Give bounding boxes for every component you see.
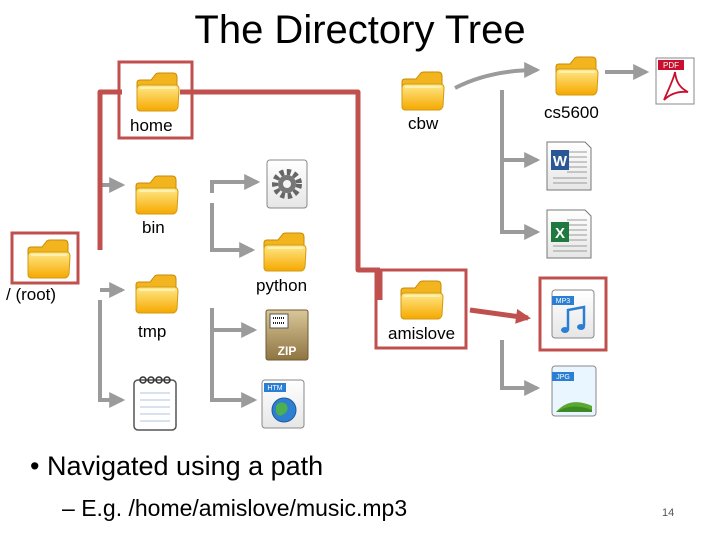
- path-amislove-mp3: [469, 307, 531, 324]
- sub-bullet-text: E.g. /home/amislove/music.mp3: [81, 495, 408, 521]
- edge-tmp-html: [210, 330, 258, 408]
- edge-root-bin: [98, 177, 126, 250]
- highlight-home: [117, 60, 194, 140]
- image-file-icon: JPG: [551, 365, 597, 417]
- page-title: The Directory Tree: [194, 8, 526, 52]
- mp3-music-icon: MP3: [551, 289, 595, 339]
- gear-executable-icon: [266, 159, 308, 209]
- bullet-point: • Navigated using a path: [30, 451, 323, 482]
- highlight-root: [10, 231, 80, 285]
- text-file-icon: [133, 376, 177, 431]
- folder-python-icon: [263, 232, 307, 272]
- svg-text:X: X: [555, 225, 565, 242]
- word-document-icon: W: [546, 141, 592, 191]
- folder-cbw-icon: [401, 71, 445, 111]
- edge-cbw-cs5600: [454, 62, 541, 90]
- folder-label-root: / (root): [6, 285, 57, 304]
- excel-spreadsheet-icon: X: [546, 209, 592, 259]
- page-number: 14: [662, 507, 675, 519]
- folder-tmp-icon: [135, 274, 179, 314]
- jpg-badge: JPG: [556, 374, 570, 381]
- svg-text:W: W: [553, 153, 568, 170]
- folder-home-icon: [136, 72, 180, 112]
- folder-bin-icon: [135, 175, 179, 215]
- bullet-marker: •: [30, 451, 47, 481]
- folder-root-icon: [27, 239, 71, 279]
- folder-label-home: home: [130, 116, 173, 135]
- html-globe-icon: HTM: [261, 379, 305, 429]
- pdf-file-icon: PDF: [655, 57, 695, 105]
- sub-bullet-point: – E.g. /home/amislove/music.mp3: [62, 495, 407, 522]
- folder-label-tmp: tmp: [138, 322, 167, 341]
- zip-archive-icon: ZIP: [265, 309, 309, 361]
- folder-label-cbw: cbw: [408, 114, 439, 133]
- edge-root-notepad: [98, 300, 126, 408]
- edge-bin-python: [210, 203, 256, 258]
- folder-label-amislove: amislove: [388, 324, 456, 343]
- folder-amislove-icon: [400, 280, 444, 320]
- edge-bin-gear: [210, 174, 261, 193]
- highlight-mp3: [538, 276, 608, 352]
- folder-label-cs5600: cs5600: [544, 103, 599, 122]
- path-root-home: [97, 89, 122, 250]
- highlight-amislove: [374, 268, 468, 350]
- edge-cs5600-excel: [500, 160, 541, 240]
- sub-bullet-marker: –: [62, 495, 82, 521]
- edge-amislove-jpg: [500, 340, 541, 396]
- zip-badge: ZIP: [278, 344, 297, 358]
- edge-tmp-zip: [210, 308, 258, 338]
- folder-label-python: python: [256, 276, 308, 295]
- mp3-badge: MP3: [556, 298, 571, 305]
- folder-label-bin: bin: [142, 218, 165, 237]
- htm-badge: HTM: [267, 385, 282, 392]
- folder-cs5600-icon: [555, 56, 599, 96]
- edge-cs5600-word: [500, 90, 541, 168]
- bullet-text: Navigated using a path: [46, 451, 324, 481]
- pdf-badge: PDF: [663, 61, 679, 70]
